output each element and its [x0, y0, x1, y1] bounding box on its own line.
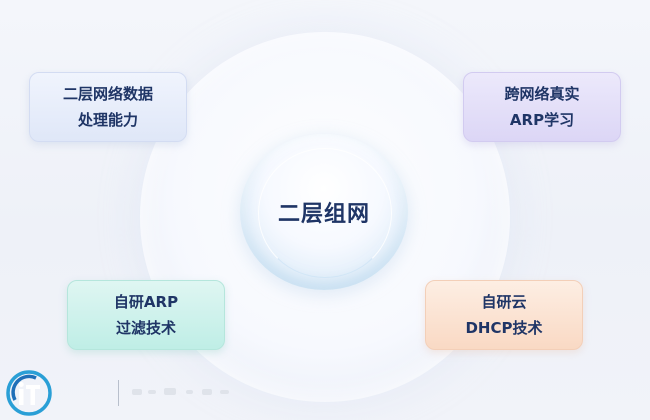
it-logo-icon	[6, 370, 52, 416]
card-line-1: 自研云	[481, 293, 527, 311]
card-line-2: ARP学习	[509, 111, 575, 129]
card-line-1: 跨网络真实	[504, 85, 580, 103]
card-line-1: 自研ARP	[113, 293, 179, 311]
card-line-1: 二层网络数据	[62, 85, 153, 103]
card-line-2: 过滤技术	[115, 319, 176, 337]
watermark-marks	[132, 388, 229, 395]
logo-divider	[118, 380, 119, 406]
center-node: 二层组网	[240, 134, 408, 290]
card-line-2: 处理能力	[77, 111, 138, 129]
card-arp-filtering: 自研ARP 过滤技术	[67, 280, 225, 350]
card-cross-network-arp: 跨网络真实 ARP学习	[463, 72, 621, 142]
card-l2-data-processing: 二层网络数据 处理能力	[29, 72, 187, 142]
center-node-label: 二层组网	[277, 202, 370, 227]
card-cloud-dhcp: 自研云 DHCP技术	[425, 280, 583, 350]
card-line-2: DHCP技术	[465, 319, 543, 337]
it-logo-graphic	[6, 370, 52, 416]
